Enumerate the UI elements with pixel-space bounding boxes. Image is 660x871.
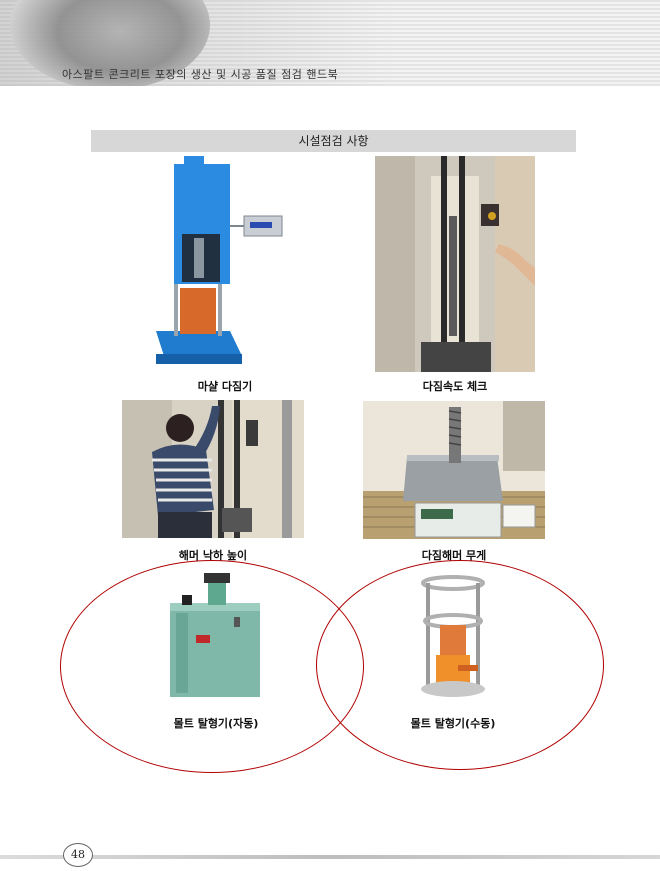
caption-compaction-speed-check: 다짐속도 체크 xyxy=(422,380,488,393)
page-number: 48 xyxy=(63,843,93,867)
highlight-ellipse-right xyxy=(316,560,604,770)
header-title: 아스팔트 콘크리트 포장의 생산 및 시공 품질 점검 핸드북 xyxy=(62,68,339,81)
footer-rule xyxy=(0,855,660,859)
caption-marshall-compactor: 마샬 다짐기 xyxy=(197,380,253,393)
caption-hammer-drop-height: 해머 낙하 높이 xyxy=(178,549,248,562)
header-decorative-photo xyxy=(10,0,210,86)
photo-compaction-speed-check xyxy=(375,156,535,372)
photo-hammer-weight xyxy=(363,401,545,539)
photo-marshall-compactor xyxy=(150,156,300,370)
photo-hammer-drop-height xyxy=(122,400,304,538)
section-title: 시설점검 사항 xyxy=(91,130,576,152)
page-header: 아스팔트 콘크리트 포장의 생산 및 시공 품질 점검 핸드북 xyxy=(0,0,660,86)
caption-hammer-weight: 다짐해머 무게 xyxy=(421,549,487,562)
